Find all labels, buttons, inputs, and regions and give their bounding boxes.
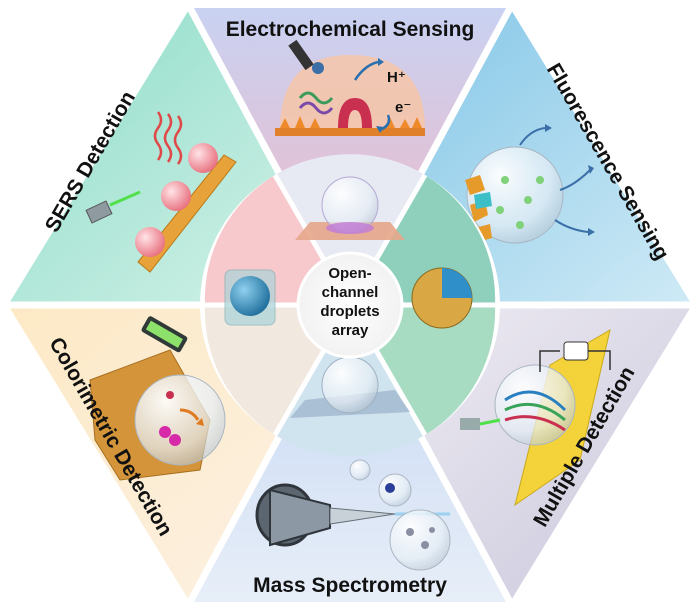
title-electrochemical: Electrochemical Sensing — [226, 18, 475, 41]
center-line-1: Open- — [328, 265, 371, 282]
inner-droplet-bottom — [290, 356, 410, 418]
center-line-4: array — [332, 322, 369, 339]
center-line-2: channel — [322, 284, 379, 301]
center-disk — [296, 251, 404, 359]
electrochemical-illustration — [275, 39, 425, 136]
center-line-3: droplets — [320, 303, 379, 320]
inner-droplet-right — [411, 267, 473, 329]
inner-droplet-left — [224, 269, 276, 326]
colorimetric-illustration — [89, 316, 226, 481]
sers-illustration — [85, 111, 237, 273]
multiple-detection-illustration — [460, 328, 611, 507]
electron-label: e⁻ — [395, 99, 411, 116]
inner-droplet-top — [295, 176, 405, 240]
fluorescence-illustration — [465, 124, 595, 244]
proton-label: H⁺ — [387, 69, 406, 86]
title-mass-spectrometry: Mass Spectrometry — [253, 574, 447, 597]
mass-spectrometry-illustration — [255, 459, 451, 571]
